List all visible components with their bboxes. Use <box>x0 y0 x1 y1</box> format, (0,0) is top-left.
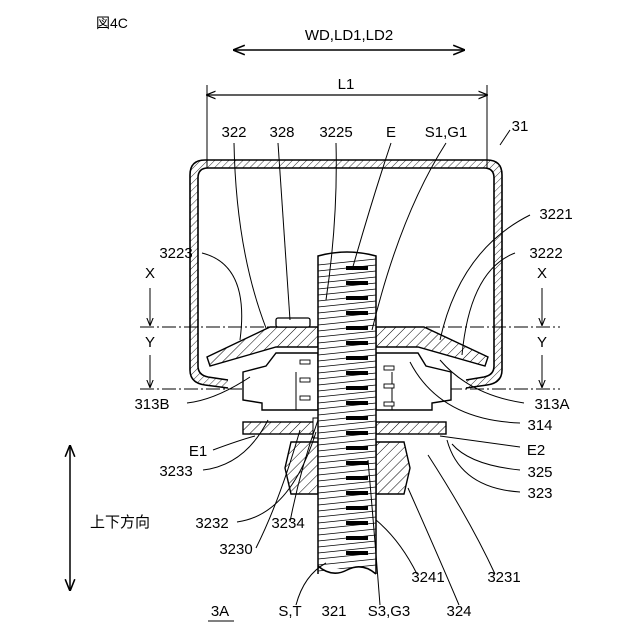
bolt-thread-mark <box>346 431 368 435</box>
label-323: 323 <box>527 485 552 502</box>
bolt-thread-mark <box>346 266 368 270</box>
bolt-thread-mark <box>346 326 368 330</box>
inner-block-pin <box>300 396 310 400</box>
bolt-thread-mark <box>346 296 368 300</box>
label-s3-g3: S3,G3 <box>368 603 411 620</box>
bolt-thread-mark <box>346 551 368 555</box>
label-3241: 3241 <box>411 569 444 586</box>
x-label-left: X <box>145 265 155 282</box>
bolt-thread-mark <box>346 446 368 450</box>
bolt-thread-mark <box>346 476 368 480</box>
figure-title: 図4C <box>96 15 128 31</box>
bolt-thread-mark <box>346 461 368 465</box>
label-3223: 3223 <box>159 245 192 262</box>
bolt-321 <box>318 252 376 574</box>
bolt-thread-mark <box>346 371 368 375</box>
bolt-thread-mark <box>346 341 368 345</box>
y-label-right: Y <box>537 334 547 351</box>
label-e1: E1 <box>189 443 207 460</box>
label-321: 321 <box>321 603 346 620</box>
label-322: 322 <box>221 124 246 141</box>
label-e: E <box>386 124 396 141</box>
label-3221: 3221 <box>539 206 572 223</box>
y-label-left: Y <box>145 334 155 351</box>
label-324: 324 <box>446 603 471 620</box>
label-3225: 3225 <box>319 124 352 141</box>
bolt-thread-mark <box>346 521 368 525</box>
bolt-thread-mark <box>346 416 368 420</box>
bolt-thread-mark <box>346 536 368 540</box>
bolt-thread-mark <box>346 281 368 285</box>
dimension-label-l1: L1 <box>338 76 355 93</box>
vertical-direction-label: 上下方向 <box>90 514 150 531</box>
label-e2: E2 <box>527 442 545 459</box>
label-3233: 3233 <box>159 463 192 480</box>
label-313a: 313A <box>534 396 569 413</box>
label-s-t: S,T <box>278 603 301 620</box>
label-3232: 3232 <box>195 515 228 532</box>
label-3222: 3222 <box>529 245 562 262</box>
label-s1-g1: S1,G1 <box>425 124 468 141</box>
direction-label-top: WD,LD1,LD2 <box>305 27 393 44</box>
bolt-thread-mark <box>346 311 368 315</box>
label-328: 328 <box>269 124 294 141</box>
inner-block-pin <box>384 366 394 370</box>
bolt-thread-mark <box>346 491 368 495</box>
label-3234: 3234 <box>271 515 304 532</box>
inner-block-pin <box>384 384 394 388</box>
inner-block-pin <box>300 360 310 364</box>
bolt-thread-mark <box>346 386 368 390</box>
label-325: 325 <box>527 464 552 481</box>
bolt-thread-mark <box>346 356 368 360</box>
label-3a: 3A <box>211 603 229 620</box>
label-314: 314 <box>527 417 552 434</box>
x-label-right: X <box>537 265 547 282</box>
label-3231: 3231 <box>487 569 520 586</box>
bolt-thread-mark <box>346 506 368 510</box>
bolt-thread-mark <box>346 401 368 405</box>
label-31: 31 <box>512 118 529 135</box>
inner-block-pin <box>300 378 310 382</box>
inner-block-pin <box>384 402 394 406</box>
label-313b: 313B <box>134 396 169 413</box>
label-3230: 3230 <box>219 541 252 558</box>
